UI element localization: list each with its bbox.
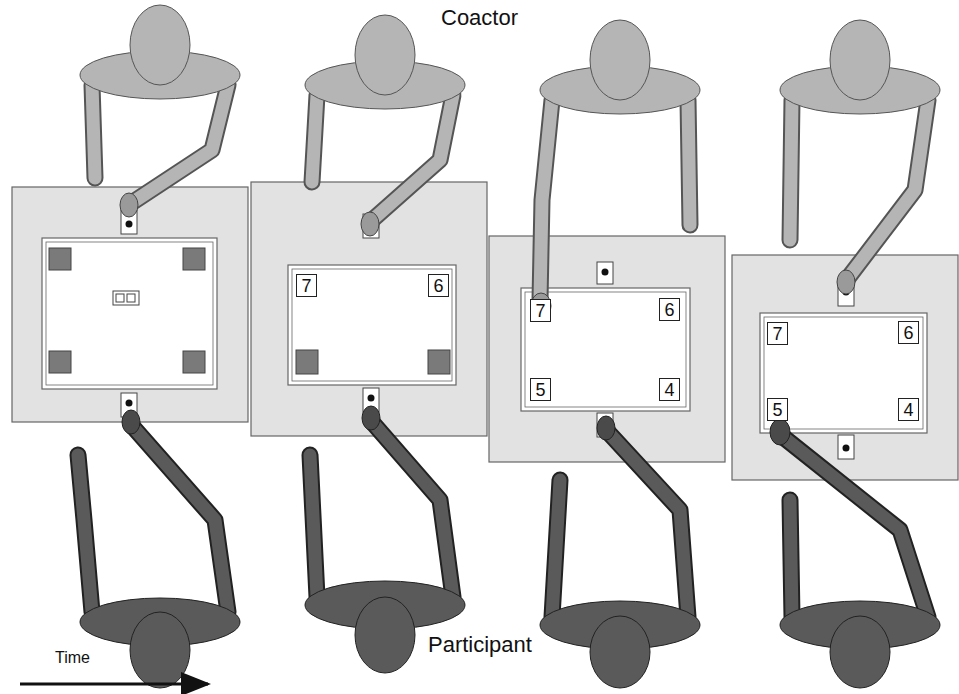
home-buttons [121,210,854,459]
number-card: 7 [530,299,551,322]
role-label: Coactor [439,5,520,30]
card-number: 7 [772,325,782,343]
participant-figures [78,406,940,688]
number-card: 6 [898,321,919,344]
time-arrow [20,683,208,686]
number-card: 7 [296,274,317,297]
covered-cards [49,248,450,374]
number-card: 6 [659,298,680,321]
card-number: 4 [664,381,674,399]
card-number: 5 [535,381,545,399]
role-label: Participant [426,632,534,657]
center-marker [113,291,139,305]
card-number: 6 [433,277,443,295]
card-number: 6 [903,324,913,342]
number-card: 4 [659,378,680,401]
number-card: 5 [530,378,551,401]
coactor-figures [80,5,940,319]
card-number: 7 [535,302,545,320]
number-card: 4 [898,398,919,421]
card-number: 6 [664,301,674,319]
number-card: 7 [767,322,788,345]
card-number: 4 [903,401,913,419]
card-number: 5 [772,401,782,419]
tables [12,182,958,480]
number-card: 5 [767,398,788,421]
axis-label: Time [53,649,92,667]
number-card: 6 [428,274,449,297]
card-number: 7 [301,277,311,295]
